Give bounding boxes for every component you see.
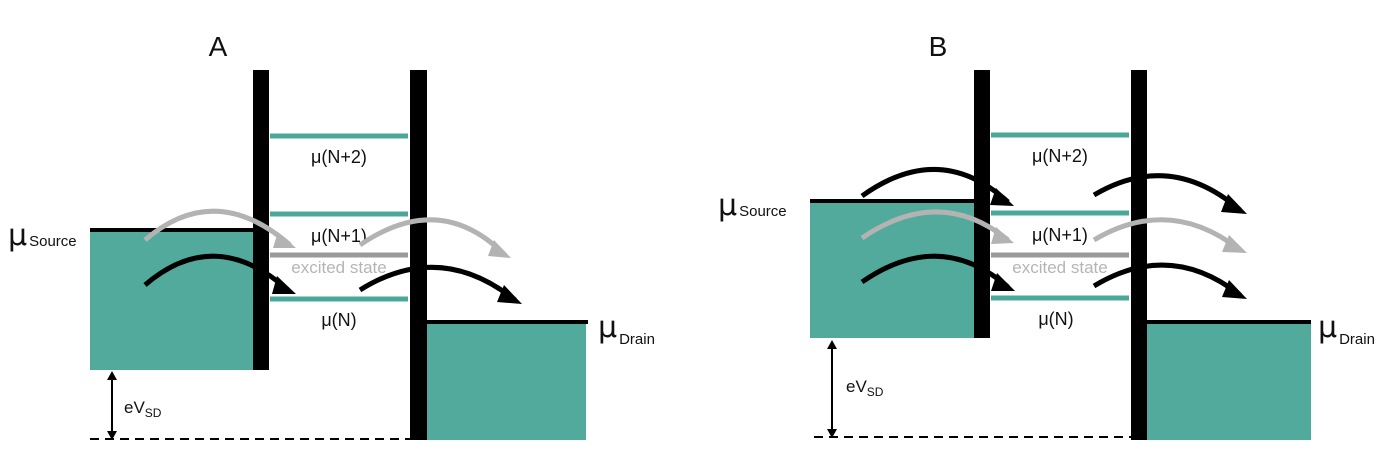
black-arrow-head-in-top [990,188,1014,206]
bias-label: eVSD [846,377,884,399]
black-tunnel-arrow-out [358,264,517,302]
excited-state-label: excited state [1012,258,1107,277]
level-n-label: μ(N) [321,310,356,330]
excited-state-label: excited state [291,258,386,277]
bias-arrow-head-top [827,340,837,349]
level-n2-label: μ(N+2) [1032,146,1088,166]
level-n1-label: μ(N+1) [1032,225,1088,245]
bias-label: eVSD [124,398,162,420]
source-reservoir [90,230,253,370]
left-barrier [253,70,269,370]
drain-reservoir [1147,322,1311,440]
gray-arrow-head-out [1222,235,1247,253]
gray-arrow-head-in [273,232,296,248]
left-barrier [974,70,990,338]
panel-label-a: A [209,31,228,62]
gray-tunnel-arrow-in [860,209,1010,242]
black-tunnel-arrow-in-bottom [860,253,1010,289]
panel-label-b: B [929,31,948,62]
bias-arrow-head-top [107,371,117,380]
gray-tunnel-arrow-out [358,217,507,257]
level-n-label: μ(N) [1038,309,1073,329]
bias-arrow-head-bottom [827,429,837,438]
black-arrow-head-in [272,276,296,294]
right-barrier [410,70,427,440]
bias-arrow-head-bottom [107,431,117,440]
drain-reservoir [426,322,586,440]
black-tunnel-arrow-in [143,253,290,292]
gray-tunnel-arrow-out [1092,217,1242,252]
gray-arrow-head-out [488,240,511,258]
black-arrow-head-out-top [1221,194,1247,214]
black-arrow-head-out [497,285,522,304]
gray-arrow-head-in [991,227,1014,244]
black-tunnel-arrow-in-top [860,167,1010,204]
black-arrow-head-in-bottom [991,273,1015,291]
gray-tunnel-arrow-in [143,208,292,247]
black-tunnel-arrow-out-top [1092,173,1242,212]
black-arrow-head-out-bottom [1222,280,1247,299]
level-n1-label: μ(N+1) [311,226,367,246]
level-n2-label: μ(N+2) [311,147,367,167]
right-barrier [1131,70,1147,440]
black-tunnel-arrow-out-bottom [1092,262,1242,297]
